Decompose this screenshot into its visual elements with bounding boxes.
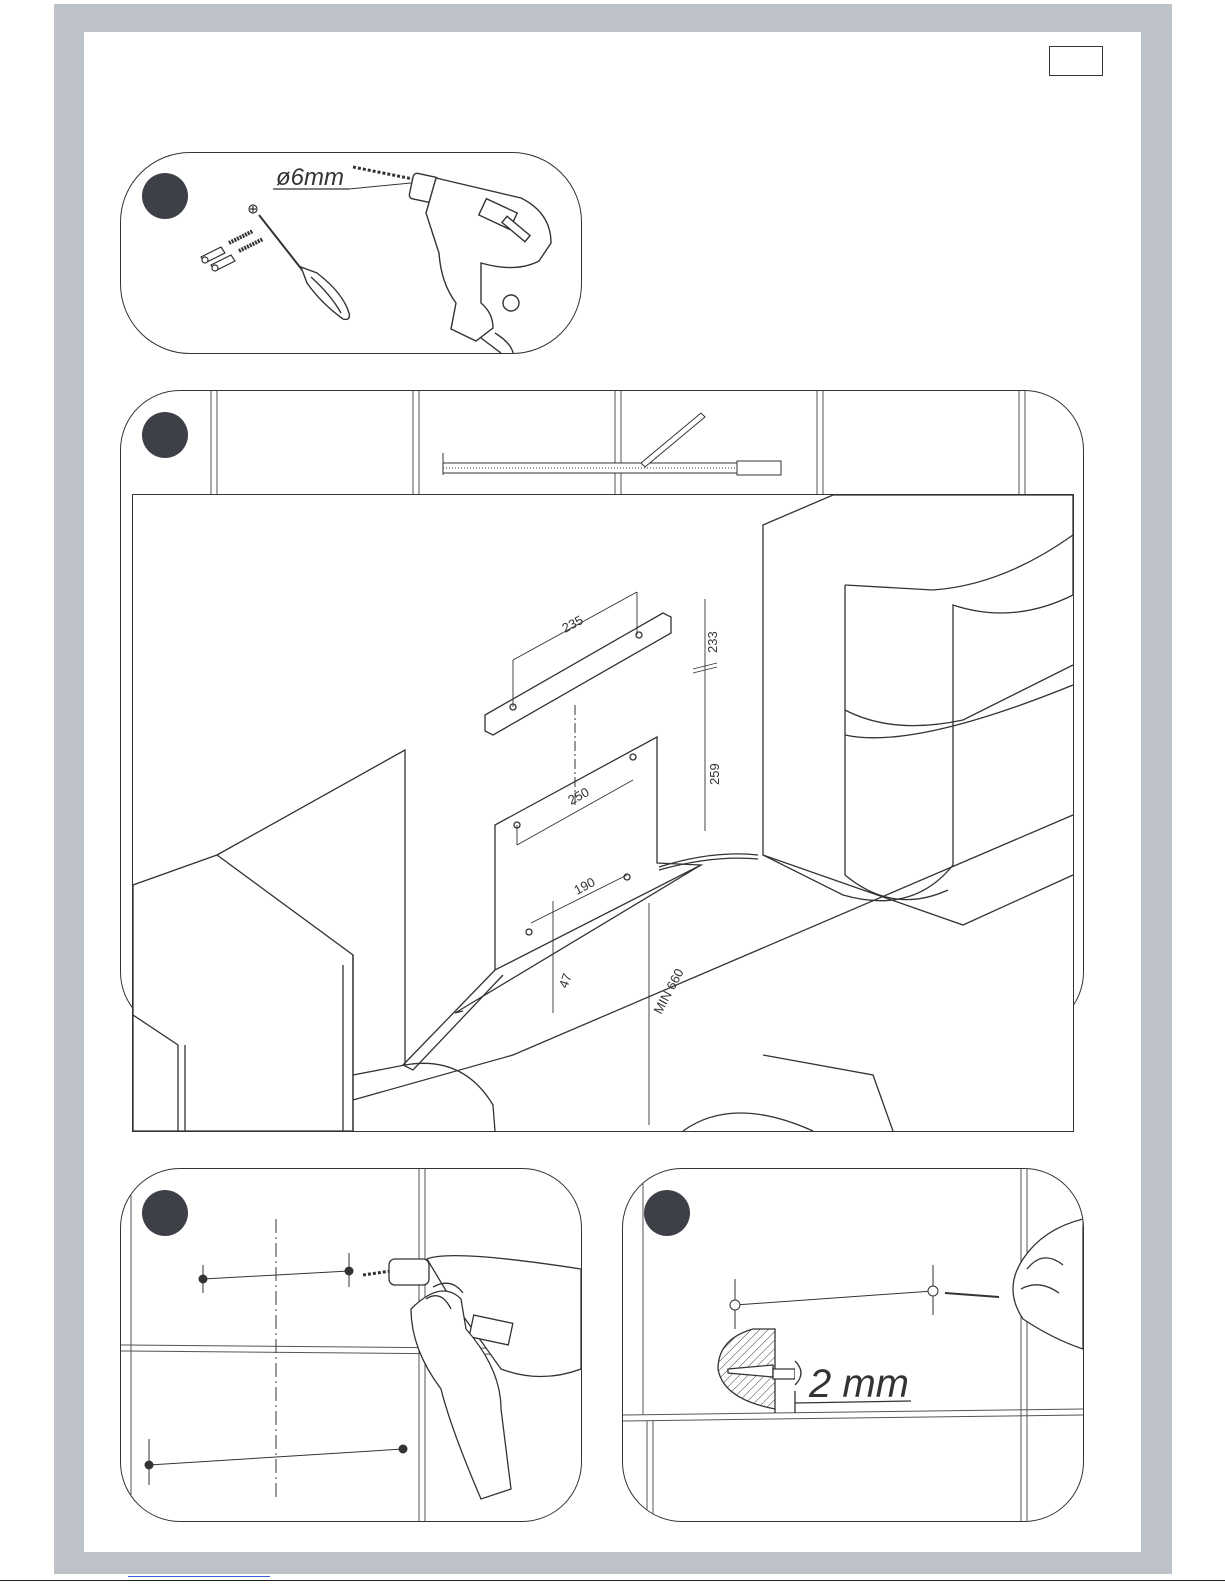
tape-measure-icon bbox=[443, 453, 781, 475]
screw-head-icon bbox=[249, 205, 257, 213]
step-4-panel: 2 mm bbox=[622, 1168, 1084, 1522]
step-3-panel bbox=[120, 1168, 582, 1522]
step-4-marker bbox=[644, 1190, 690, 1236]
dim-lower-offset: 47 bbox=[556, 971, 575, 990]
dim-min-height: MIN 660 bbox=[650, 966, 686, 1016]
screwing-illustration: 2 mm bbox=[623, 1169, 1083, 1521]
step-1-panel: ø6mm bbox=[120, 152, 582, 354]
step-1-marker bbox=[142, 173, 188, 219]
drill-bit-size-label: ø6mm bbox=[276, 164, 344, 191]
power-drill-icon bbox=[409, 173, 551, 353]
wall-plugs-and-screws-icon bbox=[201, 231, 263, 271]
tools-illustration: ø6mm bbox=[121, 153, 581, 353]
page-bottom-rule bbox=[0, 1580, 1225, 1581]
hand-with-screwdriver-icon bbox=[1013, 1219, 1083, 1349]
drill-bit-icon bbox=[353, 167, 413, 179]
page-number-box bbox=[1049, 46, 1103, 76]
drill-in-hand-icon bbox=[363, 1256, 581, 1499]
step-3-marker bbox=[142, 1190, 188, 1236]
screwdriver-icon bbox=[259, 215, 349, 319]
drilling-illustration bbox=[121, 1169, 581, 1521]
dim-height-259: 259 bbox=[707, 763, 722, 785]
screw-gap-label: 2 mm bbox=[808, 1362, 909, 1406]
kitchen-installation-diagram: 235 233 250 259 190 47 MIN 660 bbox=[133, 495, 1073, 1131]
footer-link-underline bbox=[128, 1576, 270, 1577]
step-2-installation-drawing: 235 233 250 259 190 47 MIN 660 bbox=[132, 494, 1074, 1132]
pencil-icon bbox=[641, 413, 705, 467]
dim-bracket-height: 233 bbox=[705, 631, 720, 653]
step-2-marker bbox=[142, 412, 188, 458]
